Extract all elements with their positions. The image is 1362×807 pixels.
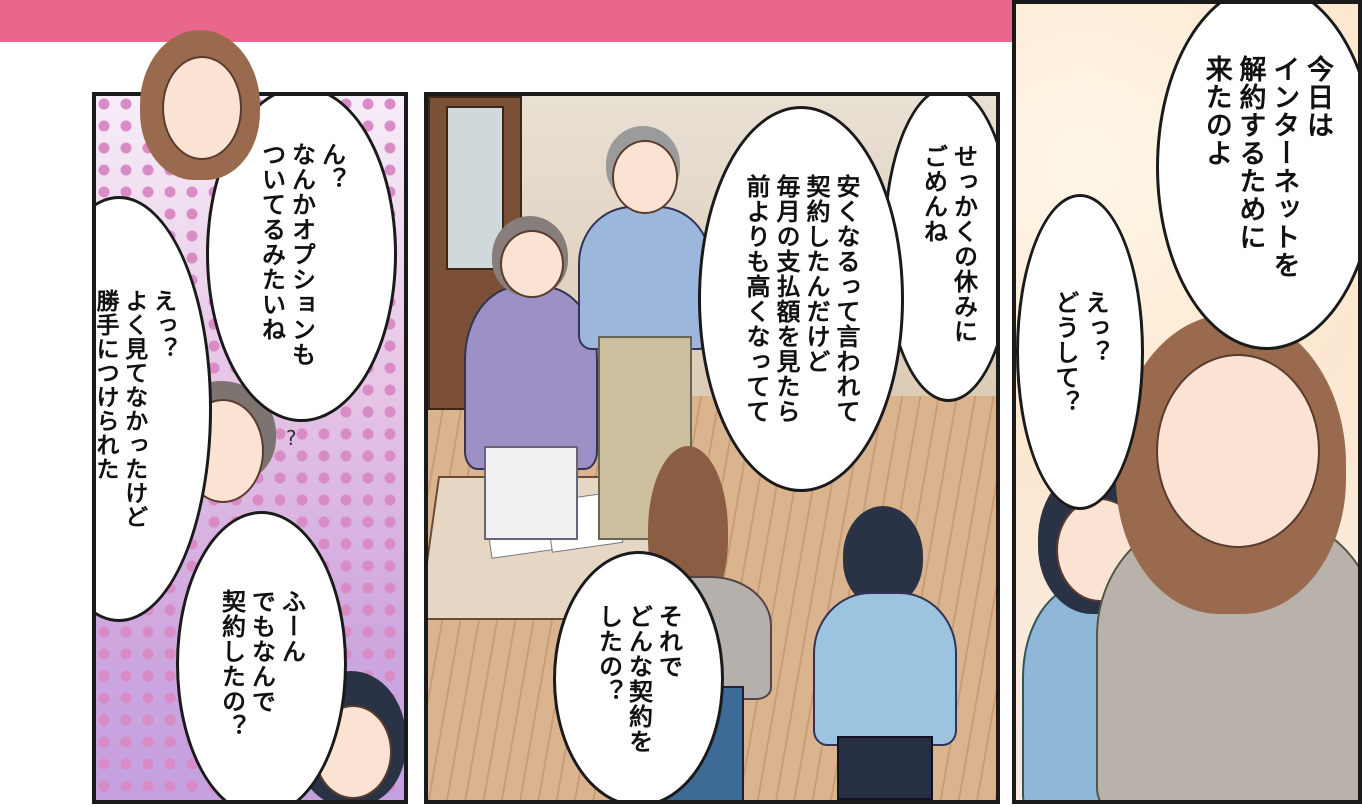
header-band	[0, 0, 1040, 42]
figure-grandmother	[464, 216, 598, 540]
figure-woman-brown-hair	[1086, 314, 1358, 800]
figure-woman-head	[140, 30, 260, 180]
speech-text: えっ？ どうして？	[1051, 289, 1109, 415]
speech-text: ふーん でもなんで 契約したの？	[217, 589, 306, 739]
panel-right: 今日は インターネットを 解約するために 来たのよ えっ？ どうして？	[1012, 0, 1362, 804]
speech-bubble-reply: えっ？ どうして？	[1016, 194, 1144, 510]
speech-bubble-question: それで どんな契約を したの？	[553, 551, 724, 800]
speech-bubble-girl: ふーん でもなんで 契約したの？	[176, 511, 347, 800]
panel-center: せっかくの休みに ごめんね 安くなるって言われて 契約したんだけど 毎月の支払額…	[424, 92, 1000, 804]
speech-text: 今日は インターネットを 解約するために 来たのよ	[1200, 55, 1333, 279]
panel-left: ? ん？ なんかオプションも ついてるみたいね えっ？ よく見てなかったけど 勝…	[92, 92, 408, 804]
question-sfx: ?	[286, 426, 297, 450]
speech-text: せっかくの休みに ごめんね	[919, 144, 978, 344]
speech-bubble-explain: 安くなるって言われて 契約したんだけど 毎月の支払額を見たら 前よりも高くなって…	[698, 106, 904, 492]
speech-text: それで どんな契約を したの？	[594, 604, 683, 754]
figure-grandfather	[578, 126, 712, 556]
speech-bubble-main: 今日は インターネットを 解約するために 来たのよ	[1156, 4, 1358, 350]
speech-text: えっ？ よく見てなかったけど 勝手につけられた のかしら	[92, 289, 176, 529]
speech-text: ん？ なんかオプションも ついてるみたいね	[257, 141, 346, 367]
figure-girl-back	[813, 506, 957, 800]
speech-text: 安くなるって言われて 契約したんだけど 毎月の支払額を見たら 前よりも高くなって…	[742, 174, 860, 424]
speech-bubble-apology: せっかくの休みに ごめんね	[883, 96, 996, 402]
speech-bubble-grandma: えっ？ よく見てなかったけど 勝手につけられた のかしら	[92, 196, 212, 622]
